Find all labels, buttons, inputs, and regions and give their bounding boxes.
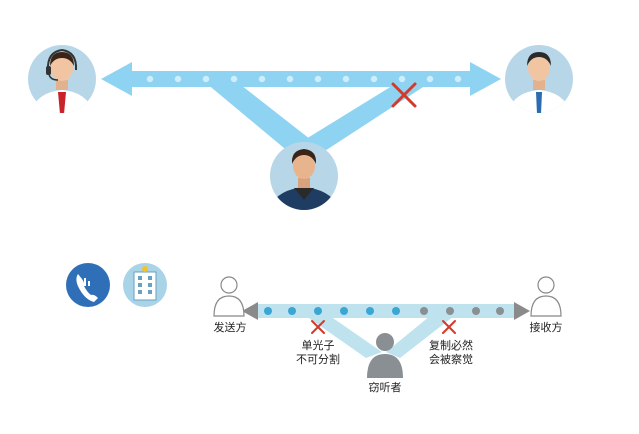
note-left-line2: 不可分割 <box>296 353 340 366</box>
arrowhead-right-bottom <box>514 302 530 320</box>
eavesdropper-avatar-icon <box>270 142 338 210</box>
app-icon-phone <box>66 263 110 307</box>
photon-dots-top <box>146 75 462 83</box>
sender-label: 发送方 <box>213 321 247 334</box>
photon-dot <box>370 75 378 83</box>
note-right-line2: 会被察觉 <box>429 353 473 366</box>
photon-dot <box>314 75 322 83</box>
photon-dot <box>174 75 182 83</box>
photon-dot <box>366 307 374 315</box>
photon-dot <box>426 75 434 83</box>
blocked-x-bottom-right <box>442 320 456 334</box>
phone-icon <box>76 274 98 302</box>
eavesdropper-label: 窃听者 <box>368 381 402 394</box>
arrowhead-right-top <box>470 62 501 96</box>
photon-dot <box>286 75 294 83</box>
photon-dot <box>472 307 480 315</box>
receiver-person-icon <box>530 276 562 317</box>
photon-dot <box>146 75 154 83</box>
tap-beam-left <box>200 78 324 158</box>
photon-dot <box>342 75 350 83</box>
bottom-diagram <box>213 276 562 378</box>
receiver-avatar-icon <box>505 45 573 113</box>
app-icon-building <box>123 263 167 307</box>
photon-dots-bottom <box>264 307 504 315</box>
photon-dot <box>454 75 462 83</box>
photon-dot <box>420 307 428 315</box>
note-single-photon: 单光子 不可分割 <box>288 339 348 367</box>
blocked-x-top <box>391 82 417 108</box>
photon-dot <box>258 75 266 83</box>
tap-beam-right-bottom <box>386 316 454 358</box>
arrowhead-left-top <box>101 62 132 96</box>
photon-dot <box>392 307 400 315</box>
main-beam-bottom <box>256 304 518 318</box>
blocked-x-bottom-left <box>311 320 325 334</box>
photon-dot <box>496 307 504 315</box>
arrowhead-left-bottom <box>242 302 258 320</box>
eavesdropper-person-icon <box>367 333 403 378</box>
photon-dot <box>202 75 210 83</box>
note-left-line1: 单光子 <box>301 339 335 352</box>
photon-dot <box>398 75 406 83</box>
main-beam-top <box>126 71 476 87</box>
note-right-line1: 复制必然 <box>429 339 473 352</box>
photon-dot <box>264 307 272 315</box>
sender-avatar-icon <box>28 45 96 113</box>
photon-dot <box>446 307 454 315</box>
photon-dot <box>314 307 322 315</box>
photon-dot <box>288 307 296 315</box>
top-diagram <box>28 45 573 210</box>
sender-person-icon <box>213 276 245 317</box>
photon-dot <box>340 307 348 315</box>
photon-dot <box>230 75 238 83</box>
receiver-label: 接收方 <box>529 321 563 334</box>
note-copy-detected: 复制必然 会被察觉 <box>421 339 481 367</box>
tap-beam-left-bottom <box>306 316 382 358</box>
building-icon <box>133 266 157 301</box>
